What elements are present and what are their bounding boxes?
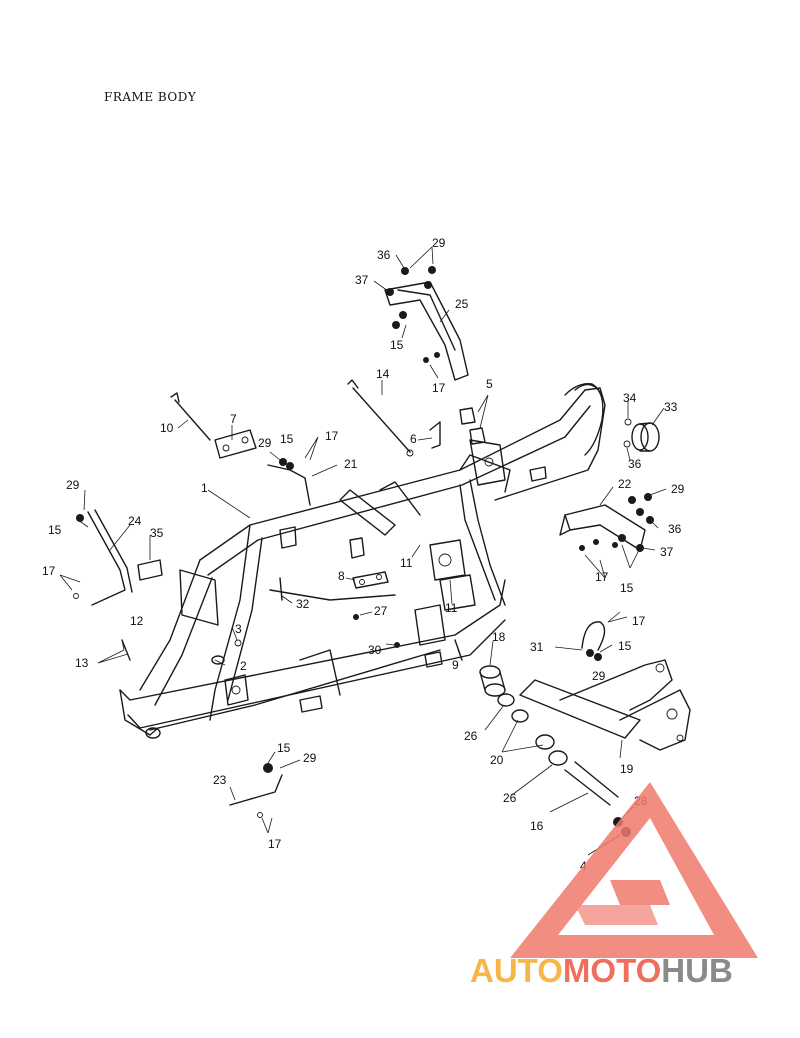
callout-9: 9 xyxy=(452,658,459,672)
washer-part-26a xyxy=(497,693,515,707)
callout-19: 19 xyxy=(620,762,634,776)
callout-27: 27 xyxy=(374,604,388,618)
bushing-part-20a xyxy=(511,709,529,723)
callout-1: 1 xyxy=(201,481,208,495)
callout-22: 22 xyxy=(618,477,632,491)
callout-36b: 36 xyxy=(668,522,682,536)
brand-moto: MOTO xyxy=(562,952,662,989)
callout-17f: 17 xyxy=(268,837,282,851)
callout-13: 13 xyxy=(75,656,89,670)
callout-7: 7 xyxy=(230,412,237,426)
callout-37a: 37 xyxy=(355,273,369,287)
washer-part-26b xyxy=(548,750,568,766)
callout-34: 34 xyxy=(623,391,637,405)
callout-26a: 26 xyxy=(464,729,478,743)
grommet-part-2 xyxy=(211,655,225,665)
callout-17b: 17 xyxy=(432,381,446,395)
callout-21: 21 xyxy=(344,457,358,471)
callout-35: 35 xyxy=(150,526,164,540)
clip-part-6 xyxy=(429,421,441,449)
callout-36c: 36 xyxy=(628,457,642,471)
callout-17d: 17 xyxy=(595,570,609,584)
plate-part-8 xyxy=(352,571,389,589)
cap-part-33 xyxy=(623,418,660,452)
main-frame xyxy=(119,383,606,739)
callout-23: 23 xyxy=(213,773,227,787)
pin-part-32 xyxy=(279,577,283,601)
callout-3: 3 xyxy=(235,622,242,636)
callout-20: 20 xyxy=(490,753,504,767)
callout-12: 12 xyxy=(130,614,144,628)
brand-auto: AUTO xyxy=(470,952,563,989)
shaft-part-16 xyxy=(564,761,619,806)
clamp-part-31 xyxy=(581,621,606,651)
leader-lines xyxy=(59,246,667,856)
watermark-triangle-logo xyxy=(510,782,758,958)
callout-15a: 15 xyxy=(390,338,404,352)
bushings-part-5 xyxy=(459,407,486,445)
callout-29a: 29 xyxy=(432,236,446,250)
callout-14: 14 xyxy=(376,367,390,381)
callout-18: 18 xyxy=(492,630,506,644)
bolt-part-10 xyxy=(170,392,211,441)
rod-part-23 xyxy=(229,763,283,818)
plate-part-7 xyxy=(214,429,257,459)
callout-36a: 36 xyxy=(377,248,391,262)
rod-part-21 xyxy=(267,464,311,506)
clip-part-3 xyxy=(234,639,242,647)
rod-part-24 xyxy=(73,509,133,606)
sleeve-part-18 xyxy=(479,665,506,697)
watermark-brand-text: AUTOMOTOHUB xyxy=(470,952,733,990)
callout-24: 24 xyxy=(128,514,142,528)
pin-part-12 xyxy=(121,639,131,661)
callout-15f: 15 xyxy=(277,741,291,755)
callout-25: 25 xyxy=(455,297,469,311)
callout-17c: 17 xyxy=(42,564,56,578)
callout-16: 16 xyxy=(530,819,544,833)
callout-26b: 26 xyxy=(503,791,517,805)
callout-15c: 15 xyxy=(48,523,62,537)
callout-15d: 15 xyxy=(620,581,634,595)
callout-33: 33 xyxy=(664,400,678,414)
bushing-part-20b xyxy=(535,734,555,750)
callout-8: 8 xyxy=(338,569,345,583)
callout-29d: 29 xyxy=(671,482,685,496)
callout-10: 10 xyxy=(160,421,174,435)
rear-bracket-part-22 xyxy=(559,493,654,552)
callout-37b: 37 xyxy=(660,545,674,559)
callout-17a: 17 xyxy=(325,429,339,443)
callout-11b: 11 xyxy=(445,601,458,615)
callout-15e: 15 xyxy=(618,639,632,653)
callout-5: 5 xyxy=(486,377,493,391)
callout-15b: 15 xyxy=(280,432,294,446)
upper-bracket-part-25 xyxy=(384,266,469,381)
diagram-title: FRAME BODY xyxy=(104,90,197,104)
callout-31: 31 xyxy=(530,640,544,654)
callout-29e: 29 xyxy=(592,669,606,683)
callout-29f: 29 xyxy=(303,751,317,765)
callout-2: 2 xyxy=(240,659,247,673)
callout-29b: 29 xyxy=(258,436,272,450)
callout-29c: 29 xyxy=(66,478,80,492)
sticker-part-35 xyxy=(137,559,163,581)
callout-30: 30 xyxy=(368,643,382,657)
callout-11a: 11 xyxy=(400,556,413,570)
callout-6: 6 xyxy=(410,432,417,446)
callout-17e: 17 xyxy=(632,614,646,628)
long-bolt-part-14 xyxy=(347,379,414,457)
brand-hub: HUB xyxy=(661,952,733,989)
callout-32: 32 xyxy=(296,597,310,611)
swing-arm-part-19 xyxy=(519,659,691,751)
